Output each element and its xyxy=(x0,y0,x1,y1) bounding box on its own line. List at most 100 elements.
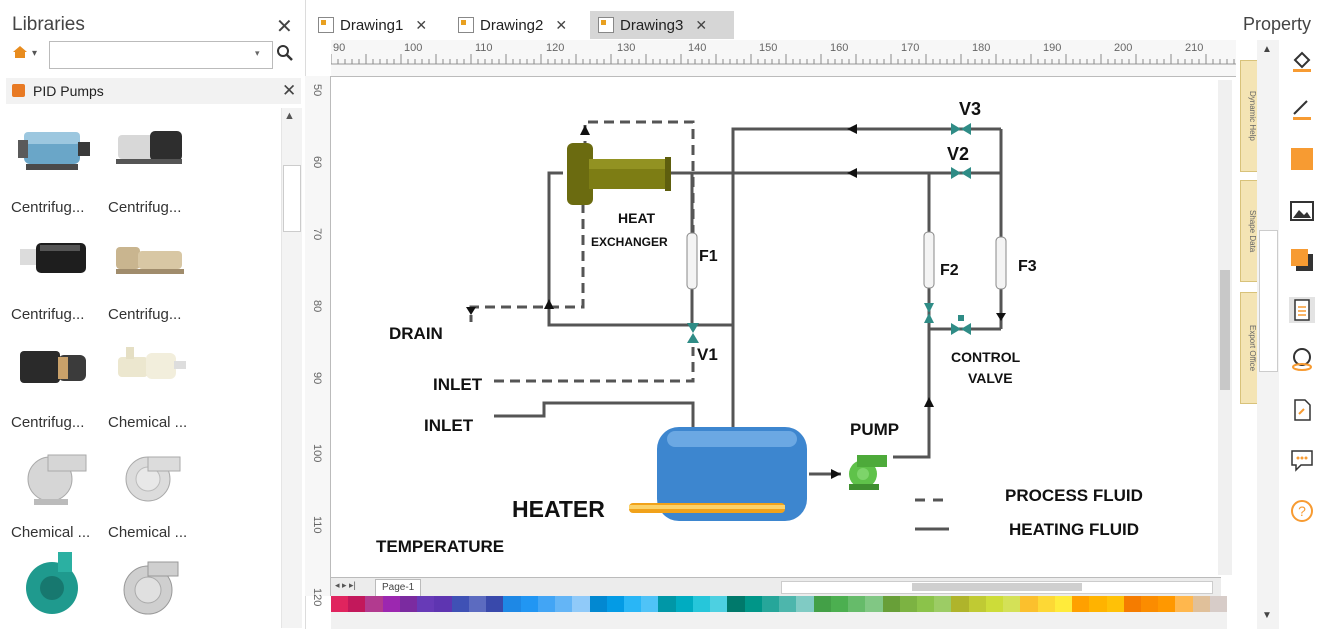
close-tab-icon[interactable]: ✕ xyxy=(415,16,428,33)
color-swatch[interactable] xyxy=(916,596,935,612)
image-icon[interactable] xyxy=(1289,198,1315,224)
color-swatch[interactable] xyxy=(382,596,400,612)
tab-dynamic-help[interactable]: Dynamic Help xyxy=(1240,60,1258,172)
valve-f2-bottom[interactable] xyxy=(924,303,934,323)
flowmeter-f3[interactable] xyxy=(995,236,1007,290)
page-tab[interactable]: Page-1 xyxy=(375,579,422,597)
canvas-scroll-thumb[interactable] xyxy=(1220,270,1230,390)
color-swatch[interactable] xyxy=(1123,596,1142,612)
heat-exchanger[interactable] xyxy=(567,143,671,205)
tab-drawing1[interactable]: Drawing1 ✕ xyxy=(310,11,448,39)
color-swatch[interactable] xyxy=(1054,596,1073,612)
attachment-icon[interactable] xyxy=(1289,397,1315,423)
heater-tank[interactable] xyxy=(629,427,807,521)
color-swatch[interactable] xyxy=(486,596,504,612)
color-swatch[interactable] xyxy=(951,596,969,612)
color-swatch[interactable] xyxy=(537,596,556,612)
color-swatch[interactable] xyxy=(985,596,1004,612)
color-swatch[interactable] xyxy=(1192,596,1210,612)
canvas-scrollbar[interactable] xyxy=(1218,80,1232,575)
color-swatch[interactable] xyxy=(761,596,780,612)
color-swatch[interactable] xyxy=(813,596,831,612)
color-swatch[interactable] xyxy=(434,596,452,612)
color-swatch[interactable] xyxy=(882,596,900,612)
close-tab-icon[interactable]: ✕ xyxy=(555,16,568,33)
color-swatch[interactable] xyxy=(1072,596,1090,612)
horizontal-scroll-thumb[interactable] xyxy=(912,583,1082,591)
color-swatch[interactable] xyxy=(1158,596,1176,612)
centrifugal-pump-shape-5[interactable] xyxy=(14,343,94,393)
color-swatch[interactable] xyxy=(331,596,349,612)
centrifugal-pump-shape-3[interactable] xyxy=(16,235,96,285)
color-swatch[interactable] xyxy=(468,596,487,612)
color-swatch[interactable] xyxy=(899,596,917,612)
shape-icon[interactable] xyxy=(1289,146,1315,172)
fill-icon[interactable] xyxy=(1289,48,1315,74)
color-swatch[interactable] xyxy=(555,596,573,612)
line-icon[interactable] xyxy=(1289,96,1315,122)
scroll-up-icon[interactable]: ▲ xyxy=(284,110,295,122)
right-scrollbar[interactable]: ▲ ▼ xyxy=(1257,40,1279,629)
color-swatch[interactable] xyxy=(1209,596,1228,612)
color-swatch[interactable] xyxy=(848,596,866,612)
color-swatch[interactable] xyxy=(675,596,693,612)
pid-diagram[interactable]: V3 V2 HEAT EXCHANGER F1 F2 F3 DRAIN V1 C… xyxy=(331,77,1227,577)
color-swatch[interactable] xyxy=(417,596,435,612)
color-swatch[interactable] xyxy=(1037,596,1055,612)
valve-v3[interactable] xyxy=(951,123,971,135)
color-swatch[interactable] xyxy=(365,596,383,612)
close-libraries-icon[interactable]: ✕ xyxy=(276,16,293,38)
library-scrollbar[interactable] xyxy=(281,108,302,628)
valve-v1[interactable] xyxy=(687,323,699,343)
close-library-icon[interactable]: ✕ xyxy=(282,81,297,100)
color-swatch[interactable] xyxy=(399,596,418,612)
color-swatch[interactable] xyxy=(744,596,762,612)
color-swatch[interactable] xyxy=(727,596,745,612)
color-swatch[interactable] xyxy=(1141,596,1159,612)
color-swatch[interactable] xyxy=(710,596,728,612)
tab-shape-data[interactable]: Shape Data xyxy=(1240,180,1258,282)
home-dropdown-icon[interactable]: ▾ xyxy=(32,48,38,59)
color-swatch[interactable] xyxy=(503,596,521,612)
library-scroll-thumb[interactable] xyxy=(283,165,301,232)
color-swatch[interactable] xyxy=(623,596,642,612)
color-swatch[interactable] xyxy=(1020,596,1038,612)
color-swatch[interactable] xyxy=(1003,596,1021,612)
color-swatch[interactable] xyxy=(658,596,676,612)
color-swatch[interactable] xyxy=(1106,596,1124,612)
flowmeter-f1[interactable] xyxy=(686,232,698,290)
color-swatch[interactable] xyxy=(451,596,469,612)
color-swatch[interactable] xyxy=(606,596,624,612)
color-swatch[interactable] xyxy=(865,596,883,612)
page-nav-icon[interactable]: ◂ ▸ ▸| xyxy=(335,580,356,590)
slurry-pump-shape[interactable] xyxy=(20,550,90,620)
centrifugal-pump-shape-2[interactable] xyxy=(110,125,190,175)
page-icon[interactable] xyxy=(1289,297,1315,323)
tab-export-office[interactable]: Export Office xyxy=(1240,292,1258,404)
color-palette[interactable] xyxy=(331,596,1228,612)
comment-icon[interactable] xyxy=(1289,447,1315,473)
color-swatch[interactable] xyxy=(1089,596,1107,612)
blower-pump-shape[interactable] xyxy=(114,556,184,620)
color-swatch[interactable] xyxy=(520,596,538,612)
pump[interactable] xyxy=(849,455,887,490)
hyperlink-icon[interactable] xyxy=(1289,346,1315,372)
library-search-input[interactable] xyxy=(49,41,273,69)
centrifugal-pump-shape-4[interactable] xyxy=(112,235,192,285)
search-icon[interactable] xyxy=(276,44,294,62)
help-icon[interactable]: ? xyxy=(1289,498,1315,524)
scroll-down-icon[interactable]: ▼ xyxy=(1262,610,1272,621)
color-swatch[interactable] xyxy=(589,596,607,612)
chemical-pump-shape-3[interactable] xyxy=(114,445,184,515)
home-icon[interactable] xyxy=(12,45,28,59)
scroll-up-icon[interactable]: ▲ xyxy=(1262,44,1272,55)
color-swatch[interactable] xyxy=(641,596,659,612)
color-swatch[interactable] xyxy=(348,596,366,612)
drawing-canvas[interactable]: V3 V2 HEAT EXCHANGER F1 F2 F3 DRAIN V1 C… xyxy=(331,77,1227,577)
right-scroll-thumb[interactable] xyxy=(1259,230,1278,372)
color-swatch[interactable] xyxy=(572,596,590,612)
library-header[interactable] xyxy=(6,78,301,104)
horizontal-scrollbar[interactable] xyxy=(781,581,1213,594)
tab-drawing3[interactable]: Drawing3 ✕ xyxy=(590,11,734,39)
flowmeter-f2[interactable] xyxy=(923,231,935,289)
